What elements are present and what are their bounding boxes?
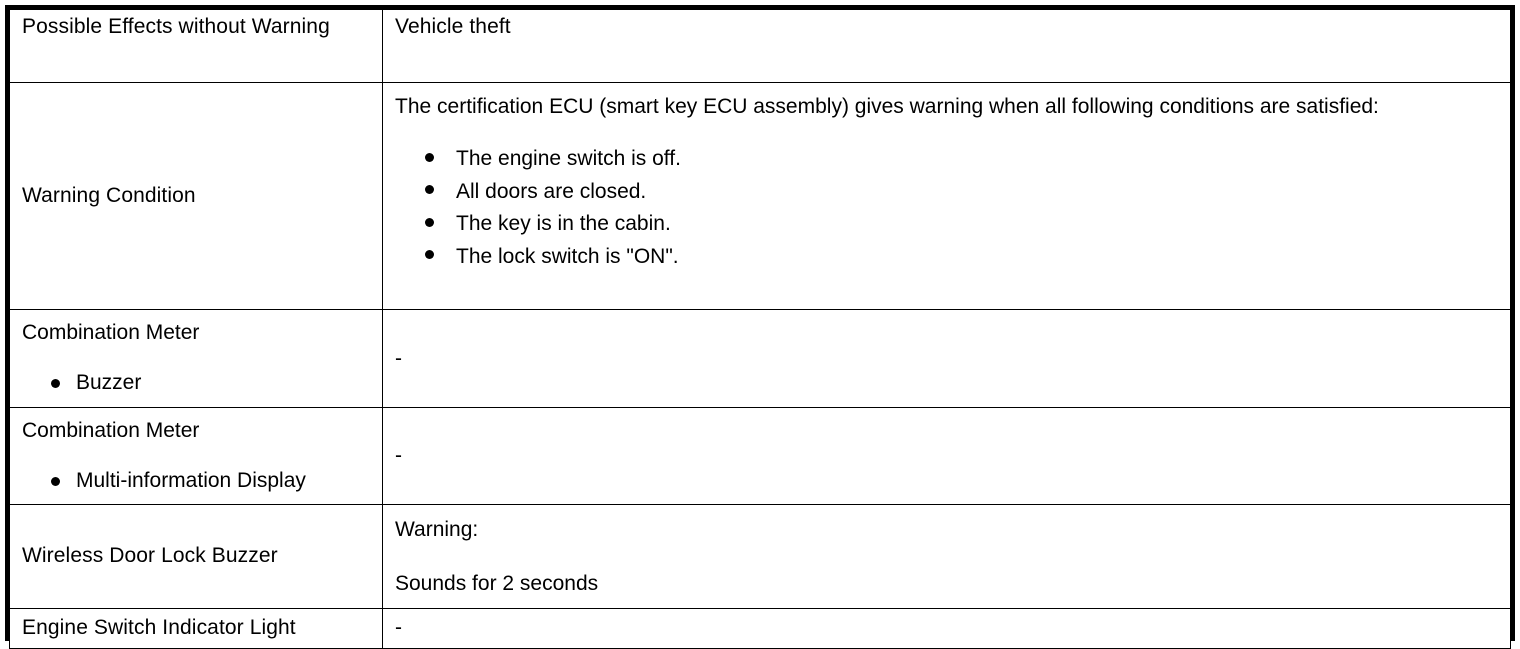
list-item: The key is in the cabin. <box>425 208 1496 241</box>
specification-table: Possible Effects without Warning Vehicle… <box>5 5 1515 649</box>
row-value-engine-switch-indicator-light: - <box>395 616 403 640</box>
table: Possible Effects without Warning Vehicle… <box>9 9 1511 649</box>
bullet-dot-icon <box>425 152 434 162</box>
row-value-cell-combination-meter-display: - <box>382 406 1511 505</box>
row-value-cell-combination-meter-buzzer: - <box>382 309 1511 408</box>
list-item-label: The lock switch is "ON". <box>456 244 679 268</box>
wireless-door-lock-buzzer-value: Warning: Sounds for 2 seconds <box>383 505 1510 608</box>
row-label-cell-possible-effects: Possible Effects without Warning <box>9 9 383 83</box>
combination-meter-buzzer-stack: Combination Meter Buzzer <box>10 310 382 407</box>
bullet-dot-icon <box>51 379 60 389</box>
row-label-cell-combination-meter-display: Combination Meter Multi-information Disp… <box>9 406 383 505</box>
bullet-dot-icon <box>51 476 60 486</box>
row-label-combination-meter: Combination Meter <box>22 418 200 442</box>
list-item-label: The key is in the cabin. <box>456 212 671 236</box>
row-sublabel-multi-information-display: Multi-information Display <box>76 468 306 492</box>
bullet-dot-icon <box>425 217 434 227</box>
row-label-wireless-door-lock-buzzer: Wireless Door Lock Buzzer <box>22 544 278 568</box>
list-item-label: The engine switch is off. <box>456 147 681 171</box>
row-label-combination-meter: Combination Meter <box>22 321 200 344</box>
row-sublabel-multi-information-display-wrapper: Multi-information Display <box>22 468 372 494</box>
warning-condition-content: The certification ECU (smart key ECU ass… <box>383 83 1510 273</box>
warning-condition-intro: The certification ECU (smart key ECU ass… <box>395 95 1379 118</box>
row-label-cell-warning-condition: Warning Condition <box>9 82 383 310</box>
wireless-buzzer-line-2: Sounds for 2 seconds <box>395 572 599 596</box>
row-value-combination-meter-buzzer: - <box>395 346 403 370</box>
row-label-possible-effects: Possible Effects without Warning <box>22 15 330 38</box>
list-item-label: All doors are closed. <box>456 179 647 203</box>
wireless-buzzer-line-1: Warning: <box>395 518 479 541</box>
row-value-cell-engine-switch-indicator-light: - <box>382 607 1511 649</box>
list-item: The engine switch is off. <box>425 143 1496 176</box>
table-row: Possible Effects without Warning Vehicle… <box>9 9 1511 83</box>
table-row: Engine Switch Indicator Light - <box>9 607 1511 649</box>
row-value-combination-meter-display: - <box>395 444 403 468</box>
list-item: The lock switch is "ON". <box>425 241 1496 274</box>
row-label-cell-engine-switch-indicator-light: Engine Switch Indicator Light <box>9 607 383 649</box>
combination-meter-display-stack: Combination Meter Multi-information Disp… <box>10 408 382 505</box>
row-value-cell-possible-effects: Vehicle theft <box>382 9 1511 83</box>
row-label-cell-combination-meter-buzzer: Combination Meter Buzzer <box>9 309 383 408</box>
row-sublabel-buzzer-wrapper: Buzzer <box>22 370 372 396</box>
row-label-cell-wireless-door-lock-buzzer: Wireless Door Lock Buzzer <box>9 504 383 609</box>
table-row: Warning Condition The certification ECU … <box>9 82 1511 310</box>
row-label-engine-switch-indicator-light: Engine Switch Indicator Light <box>22 615 296 639</box>
warning-condition-bullet-list: The engine switch is off. All doors are … <box>395 143 1496 273</box>
row-label-warning-condition: Warning Condition <box>22 183 196 207</box>
row-value-cell-warning-condition: The certification ECU (smart key ECU ass… <box>382 82 1511 310</box>
row-sublabel-buzzer: Buzzer <box>76 371 142 395</box>
list-item: All doors are closed. <box>425 176 1496 209</box>
row-value-cell-wireless-door-lock-buzzer: Warning: Sounds for 2 seconds <box>382 504 1511 609</box>
table-row: Wireless Door Lock Buzzer Warning: Sound… <box>9 504 1511 609</box>
bullet-dot-icon <box>425 185 434 195</box>
table-row: Combination Meter Buzzer - <box>9 309 1511 408</box>
bullet-dot-icon <box>425 250 434 260</box>
table-row: Combination Meter Multi-information Disp… <box>9 406 1511 505</box>
row-value-possible-effects: Vehicle theft <box>395 15 511 38</box>
